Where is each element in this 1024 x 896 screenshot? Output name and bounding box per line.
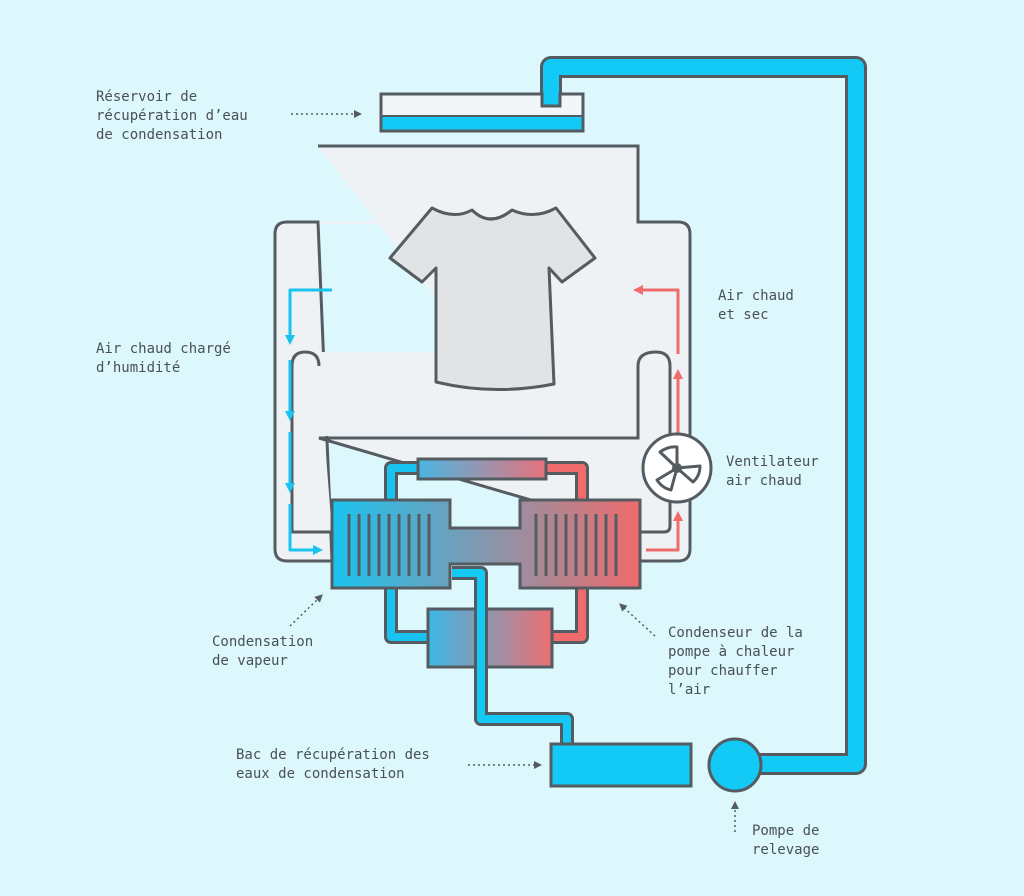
reservoir-label: Réservoir de récupération d’eau de conde…: [96, 89, 248, 143]
collection-tray: [549, 742, 693, 788]
lift-pump-label: Pompe de relevage: [752, 823, 820, 858]
condensate-drain-line: [452, 566, 574, 748]
condenser-fins: [534, 514, 618, 576]
reservoir-tank: [379, 92, 585, 133]
vapor-condensation-label: Condensation de vapeur: [212, 634, 314, 669]
refrigerant-loop: [384, 457, 589, 669]
evaporator-fins: [347, 514, 431, 576]
water-return-pipe: [540, 56, 867, 775]
fan-label: Ventilateur air chaud: [726, 454, 819, 489]
pump-icon: [707, 737, 763, 793]
collection-tray-label: Bac de récupération des eaux de condensa…: [236, 747, 430, 782]
heat-exchanger: [330, 498, 642, 590]
cold-humid-air-flow: [285, 288, 332, 555]
t-shirt-icon: [388, 206, 597, 392]
leader-lines: [289, 110, 739, 832]
hot-dry-air-label: Air chaud et sec: [718, 288, 794, 323]
fan-icon: [641, 432, 713, 504]
hot-dry-air-flow: [633, 285, 683, 552]
hot-humid-air-label: Air chaud chargé d’humidité: [96, 341, 231, 376]
heat-pump-condenser-label: Condenseur de la pompe à chaleur pour ch…: [668, 625, 803, 698]
